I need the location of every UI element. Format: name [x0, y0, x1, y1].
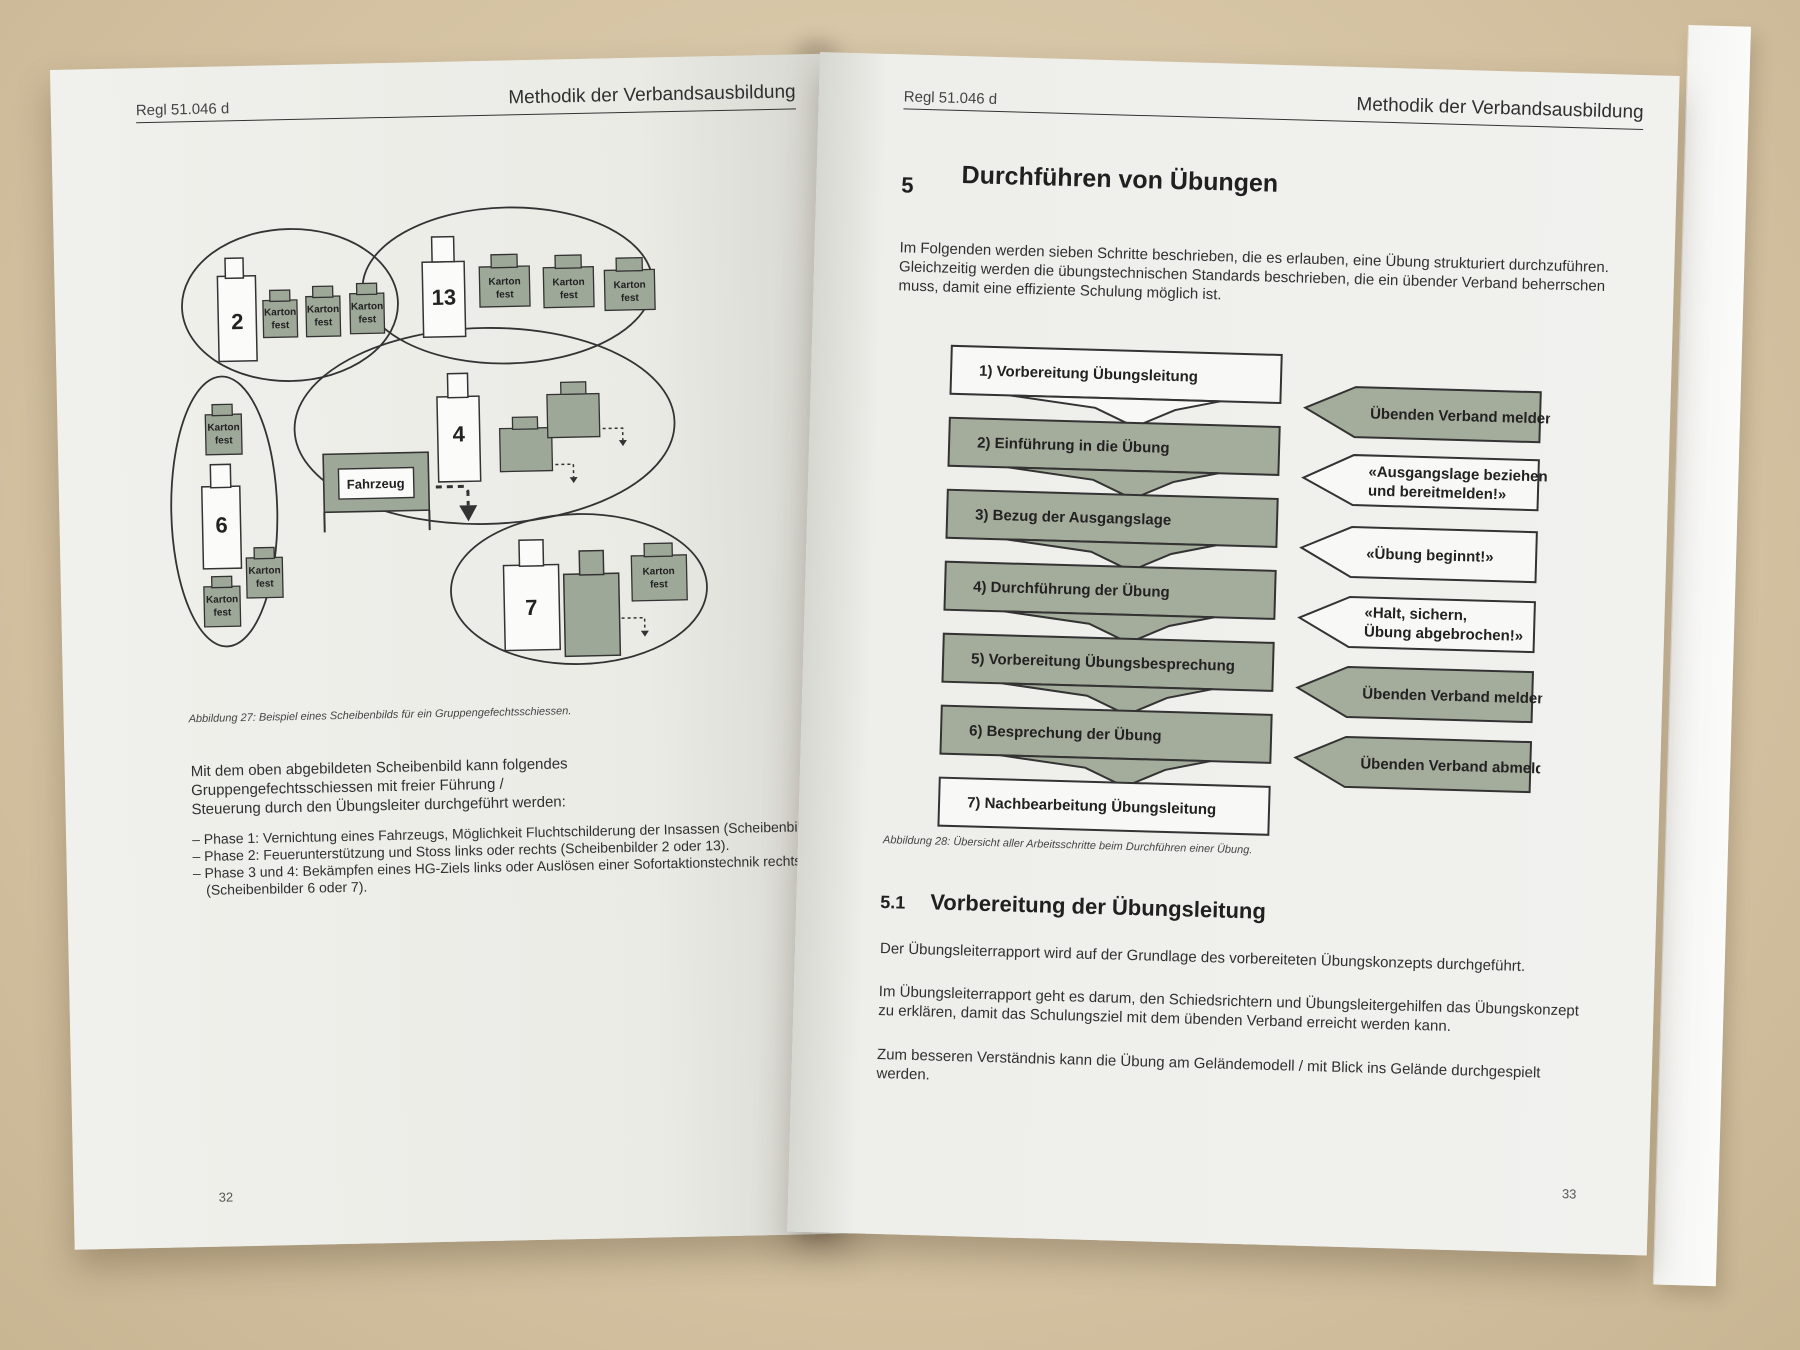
svg-text:Karton: Karton: [206, 594, 238, 606]
callout-4-line-1: «Halt, sichern,: [1364, 604, 1467, 624]
svg-text:fest: fest: [621, 293, 640, 304]
svg-text:Karton: Karton: [307, 304, 339, 316]
right-page-header: Regl 51.046 d Methodik der Verbandsausbi…: [903, 64, 1644, 130]
section-title: Durchführen von Übungen: [961, 161, 1278, 199]
svg-text:Karton: Karton: [264, 307, 296, 319]
target-number-6: 6: [215, 512, 228, 537]
left-intro-text: Mit dem oben abgebildeten Scheibenbild k…: [191, 750, 752, 819]
vehicle-label: Fahrzeug: [347, 476, 405, 492]
target-number-4: 4: [452, 421, 466, 446]
section-intro: Im Folgenden werden sieben Schritte besc…: [898, 238, 1619, 316]
target-number-13: 13: [431, 285, 456, 311]
svg-text:fest: fest: [256, 578, 275, 589]
left-page-header: Regl 51.046 d Methodik der Verbandsausbi…: [135, 64, 796, 123]
callout-2: «Ausgangslage beziehen und bereitmelden!…: [1303, 454, 1549, 511]
svg-text:Karton: Karton: [552, 277, 584, 289]
left-page-number: 32: [218, 1189, 233, 1204]
svg-text:Karton: Karton: [488, 276, 520, 288]
mobile-targets-4: [499, 381, 628, 485]
right-paragraph-3: Zum besseren Verständnis kann die Übung …: [876, 1045, 1597, 1103]
target-number-7: 7: [525, 595, 538, 620]
svg-text:fest: fest: [271, 320, 290, 331]
subsection-number: 5.1: [880, 892, 906, 914]
karton-row-13: Karton fest Karton fest Karton fest: [479, 251, 655, 313]
target-7-group: 7 Karton fest: [503, 537, 688, 658]
callout-3: «Übung beginnt!»: [1301, 526, 1537, 583]
right-page-number: 33: [1562, 1186, 1577, 1201]
left-running-title: Methodik der Verbandsausbildung: [508, 81, 796, 109]
section-number: 5: [901, 172, 914, 198]
target-4: 4: [436, 373, 480, 482]
callout-5: Übenden Verband melden: [1297, 666, 1548, 723]
target-layout-diagram: 2 Karton fest Karton fest Karton fest 13: [158, 196, 728, 688]
svg-text:Karton: Karton: [248, 565, 280, 577]
callout-4: «Halt, sichern, Übung abgebrochen!»: [1299, 596, 1535, 653]
target-number-2: 2: [231, 309, 244, 334]
svg-text:Karton: Karton: [642, 566, 674, 578]
callout-1: Übenden Verband melden: [1304, 386, 1551, 443]
svg-text:Karton: Karton: [351, 301, 383, 313]
svg-text:fest: fest: [213, 607, 232, 618]
svg-text:fest: fest: [496, 289, 515, 300]
svg-text:fest: fest: [560, 290, 579, 301]
svg-text:fest: fest: [650, 579, 669, 590]
right-regulation-code: Regl 51.046 d: [904, 88, 998, 108]
svg-text:Karton: Karton: [207, 422, 239, 434]
svg-text:fest: fest: [215, 435, 234, 446]
right-paragraph-1: Der Übungsleiterrapport wird auf der Gru…: [880, 939, 1600, 978]
left-page: Regl 51.046 d Methodik der Verbandsausbi…: [50, 54, 855, 1250]
callout-3-label: «Übung beginnt!»: [1366, 545, 1494, 566]
exercise-workflow-chart: 1) Vorbereitung Übungsleitung 2) Einführ…: [918, 335, 1552, 852]
target-6-group: Karton fest 6 Karton fest Karton fest: [200, 403, 284, 627]
target-13: 13: [422, 236, 466, 337]
svg-text:Karton: Karton: [613, 280, 645, 292]
callout-6: Übenden Verband abmelden: [1295, 736, 1552, 793]
right-running-title: Methodik der Verbandsausbildung: [1356, 94, 1644, 124]
right-paragraph-2: Im Übungsleiterrapport geht es darum, de…: [878, 982, 1599, 1040]
karton-row-2: Karton fest Karton fest Karton fest: [263, 283, 385, 338]
phase-list: – Phase 1: Vernichtung eines Fahrzeugs, …: [192, 819, 778, 900]
subsection-title: Vorbereitung der Übungsleitung: [930, 889, 1266, 924]
target-2: 2: [217, 258, 257, 362]
svg-text:fest: fest: [314, 317, 333, 328]
flow-step-7: 7) Nachbearbeitung Übungsleitung: [938, 778, 1269, 835]
svg-text:fest: fest: [358, 314, 377, 325]
right-page: Regl 51.046 d Methodik der Verbandsausbi…: [787, 52, 1680, 1256]
left-regulation-code: Regl 51.046 d: [136, 100, 230, 119]
figure-27-caption: Abbildung 27: Beispiel eines Scheibenbil…: [189, 705, 572, 725]
